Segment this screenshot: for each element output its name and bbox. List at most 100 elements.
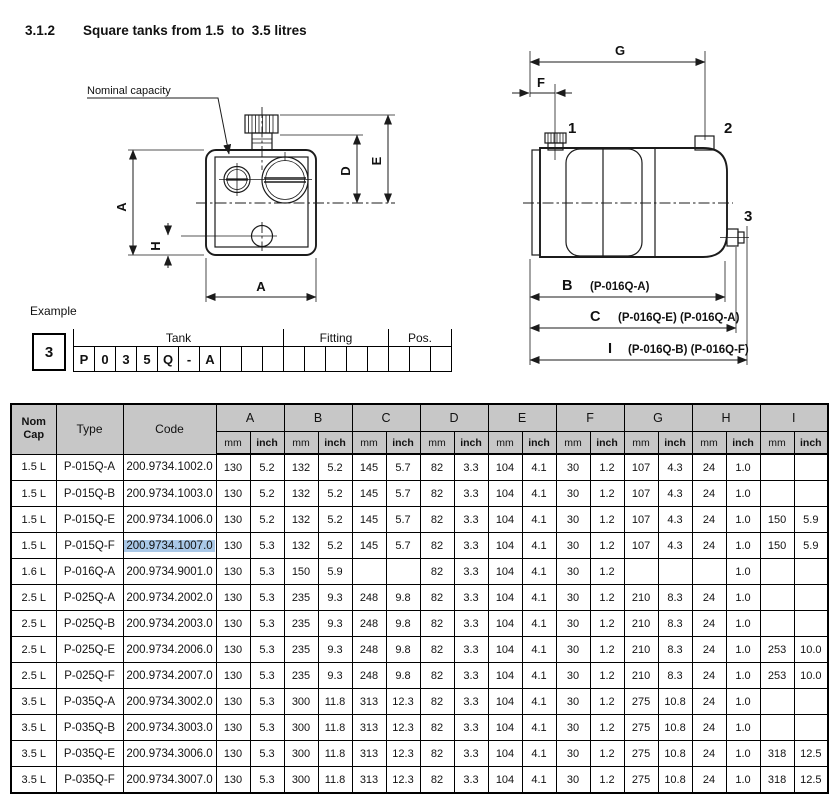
dim-value-cell: 1.2 [589, 688, 625, 715]
dim-value-cell: 24 [691, 740, 727, 767]
dim-value-cell: 5.3 [249, 740, 285, 767]
dim-note-i: (P-016Q-B) (P-016Q-F) [628, 344, 749, 356]
dim-value-cell [691, 558, 727, 585]
dim-value-cell: 300 [283, 688, 319, 715]
dim-value-cell: 10.8 [657, 766, 693, 794]
nom-cap-cell: 1.5 L [10, 506, 57, 533]
dim-value-cell: 1.0 [725, 506, 761, 533]
dim-value-cell: 82 [419, 558, 455, 585]
dim-value-cell: 1.2 [589, 506, 625, 533]
dim-value-cell: 130 [215, 532, 251, 559]
dim-value-cell: 8.3 [657, 662, 693, 689]
dim-value-cell: 24 [691, 453, 727, 481]
dim-value-cell: 1.2 [589, 532, 625, 559]
type-cell: P-025Q-E [55, 636, 124, 663]
example-code-cell: A [199, 346, 221, 372]
dim-value-cell: 12.3 [385, 766, 421, 794]
dim-value-cell: 104 [487, 714, 523, 741]
dim-value-cell: 1.2 [589, 766, 625, 794]
example-code-cell: 5 [136, 346, 158, 372]
mm-unit-header: mm [283, 431, 319, 455]
example-code-cell [220, 346, 242, 372]
dim-label-g: G [615, 43, 625, 58]
example-code-cell: - [178, 346, 200, 372]
code-cell: 200.9734.3002.0 [122, 688, 217, 715]
code-text: 200.9734.2007.0 [126, 669, 213, 682]
dim-value-cell: 12.5 [793, 766, 829, 794]
type-cell: P-025Q-F [55, 662, 124, 689]
example-code-cell: Q [157, 346, 179, 372]
dim-value-cell: 145 [351, 506, 387, 533]
code-text: 200.9734.9001.0 [126, 565, 213, 578]
example-code-cell [262, 346, 284, 372]
example-box: 3 [32, 333, 66, 371]
dim-value-cell: 11.8 [317, 714, 353, 741]
dim-value-cell: 318 [759, 740, 795, 767]
code-cell: 200.9734.3006.0 [122, 740, 217, 767]
example-code-cell [346, 346, 368, 372]
dim-value-cell: 3.3 [453, 688, 489, 715]
dim-value-cell: 9.8 [385, 636, 421, 663]
dim-value-cell: 10.8 [657, 714, 693, 741]
dim-value-cell: 248 [351, 610, 387, 637]
dim-value-cell: 4.1 [521, 740, 557, 767]
dim-value-cell: 24 [691, 636, 727, 663]
dim-value-cell: 30 [555, 688, 591, 715]
dim-value-cell: 104 [487, 506, 523, 533]
dim-value-cell: 5.3 [249, 714, 285, 741]
dim-value-cell: 12.3 [385, 688, 421, 715]
dim-value-cell: 5.2 [249, 453, 285, 481]
dim-value-cell: 318 [759, 766, 795, 794]
dim-value-cell: 24 [691, 766, 727, 794]
dim-value-cell: 9.8 [385, 662, 421, 689]
dim-value-cell: 30 [555, 740, 591, 767]
dim-group-header-b: B [283, 403, 353, 432]
dim-value-cell: 4.1 [521, 506, 557, 533]
dim-value-cell: 1.0 [725, 532, 761, 559]
dim-value-cell: 104 [487, 766, 523, 794]
dim-value-cell: 5.3 [249, 636, 285, 663]
type-cell: P-015Q-B [55, 480, 124, 507]
code-cell-highlighted: 200.9734.1007.0 [122, 532, 217, 559]
dim-value-cell: 1.2 [589, 558, 625, 585]
dim-note-b: (P-016Q-A) [590, 281, 650, 293]
code-cell: 200.9734.3007.0 [122, 766, 217, 794]
dim-value-cell: 5.3 [249, 688, 285, 715]
code-text: 200.9734.2003.0 [126, 617, 213, 630]
dim-value-cell: 82 [419, 532, 455, 559]
dim-value-cell: 130 [215, 636, 251, 663]
dim-value-cell: 104 [487, 453, 523, 481]
example-code-cell [409, 346, 431, 372]
dim-value-cell: 1.2 [589, 740, 625, 767]
dim-value-cell: 210 [623, 610, 659, 637]
dim-a-bottom: A [205, 258, 317, 302]
nominal-capacity-callout: Nominal capacity [87, 85, 171, 97]
nom-cap-cell: 2.5 L [10, 636, 57, 663]
nom-cap-cell: 2.5 L [10, 610, 57, 637]
port-1-label: 1 [568, 120, 576, 137]
dim-value-cell: 1.0 [725, 662, 761, 689]
dim-value-cell: 1.0 [725, 558, 761, 585]
code-cell: 200.9734.2006.0 [122, 636, 217, 663]
dim-group-header-e: E [487, 403, 557, 432]
col-header-nom-cap: Nom Cap [10, 403, 57, 455]
inch-unit-header: inch [249, 431, 285, 455]
dim-value-cell: 24 [691, 506, 727, 533]
dim-value-cell: 9.3 [317, 636, 353, 663]
dim-value-cell: 12.3 [385, 740, 421, 767]
example-code-cell [367, 346, 389, 372]
dim-value-cell: 104 [487, 636, 523, 663]
dim-value-cell: 30 [555, 636, 591, 663]
example-code-cell [430, 346, 452, 372]
dim-value-cell: 11.8 [317, 766, 353, 794]
dim-value-cell: 313 [351, 688, 387, 715]
dim-value-cell: 4.1 [521, 714, 557, 741]
dim-label-i: I [608, 341, 612, 357]
inch-unit-header: inch [385, 431, 421, 455]
dim-value-cell: 248 [351, 636, 387, 663]
